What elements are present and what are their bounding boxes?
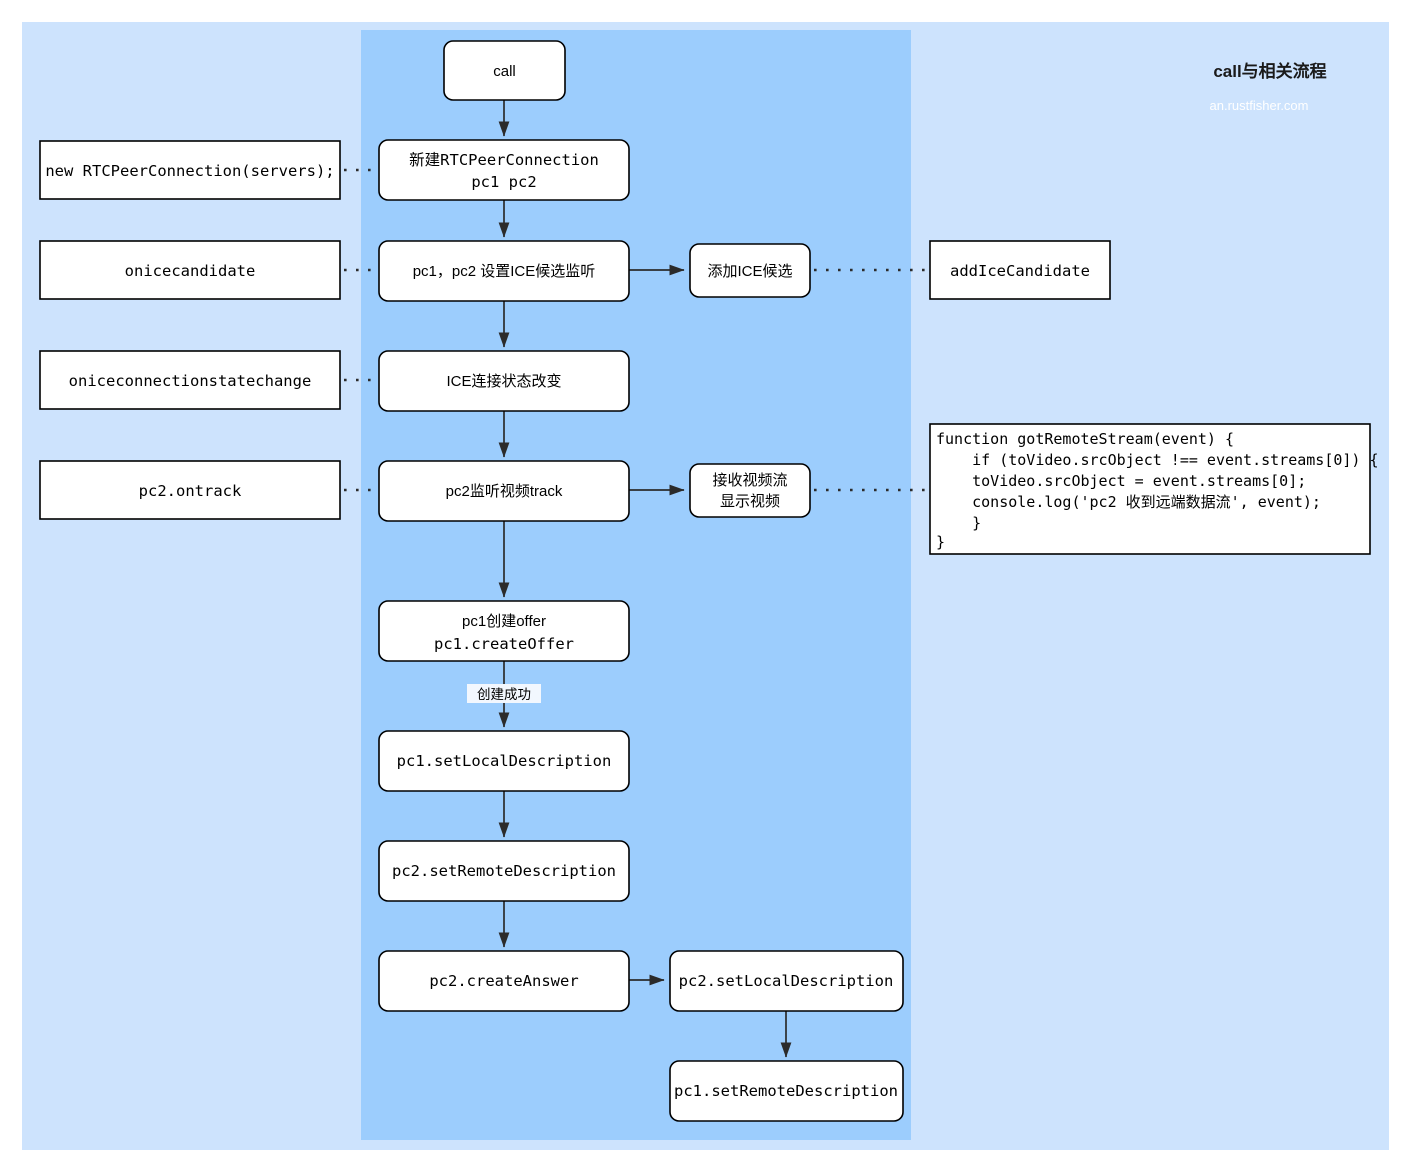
page-subtitle: an.rustfisher.com [1210, 98, 1309, 113]
page-title: call与相关流程 [1213, 61, 1326, 81]
node-new-rtcpeerconnection-label-line1: 新建RTCPeerConnection [409, 151, 599, 169]
code-block-note[interactable]: function gotRemoteStream(event) { if (to… [929, 423, 1379, 555]
node-pc2-setremotedescription[interactable]: pc2.setRemoteDescription [378, 840, 630, 902]
note-new-rtcpeerconnection[interactable]: new RTCPeerConnection(servers); [39, 140, 341, 200]
node-pc1-setremotedescription[interactable]: pc1.setRemoteDescription [669, 1060, 904, 1122]
node-create-offer-box[interactable] [378, 600, 630, 662]
node-pc2-createanswer-label: pc2.createAnswer [429, 972, 578, 990]
node-ice-candidate-listener-box[interactable] [378, 240, 630, 302]
node-ice-connection-state-change-label: ICE连接状态改变 [446, 373, 561, 390]
node-track-listener-box[interactable] [378, 460, 630, 522]
node-pc1-setlocaldescription-box[interactable] [378, 730, 630, 792]
edge-label-create-success: 创建成功 [467, 684, 541, 703]
node-call-box[interactable] [443, 40, 566, 101]
code-block-box[interactable] [929, 423, 1371, 555]
node-create-offer-label-line1: pc1创建offer [462, 613, 546, 630]
node-pc1-setlocaldescription[interactable]: pc1.setLocalDescription [378, 730, 630, 792]
node-add-ice-candidate-box[interactable] [689, 243, 811, 298]
note-addicecandidate-box[interactable] [929, 240, 1111, 300]
node-new-rtcpeerconnection[interactable]: 新建RTCPeerConnection pc1 pc2 [378, 139, 630, 201]
code-line-3: console.log('pc2 收到远端数据流', event); [936, 493, 1321, 511]
node-pc2-setlocaldescription-box[interactable] [669, 950, 904, 1012]
code-line-1: if (toVideo.srcObject !== event.streams[… [936, 451, 1379, 469]
node-add-ice-candidate[interactable]: 添加ICE候选 [689, 243, 811, 298]
node-pc2-createanswer[interactable]: pc2.createAnswer [378, 950, 630, 1012]
node-new-rtcpeerconnection-label-line2: pc1 pc2 [471, 173, 536, 191]
node-add-ice-candidate-label: 添加ICE候选 [707, 263, 792, 280]
note-oniceconnectionstatechange-box[interactable] [39, 350, 341, 410]
note-pc2-ontrack-box[interactable] [39, 460, 341, 520]
node-pc2-setremotedescription-label: pc2.setRemoteDescription [392, 862, 616, 880]
code-line-5: } [936, 533, 945, 551]
node-create-offer[interactable]: pc1创建offer pc1.createOffer [378, 600, 630, 662]
note-oniceconnectionstatechange-label: oniceconnectionstatechange [69, 372, 312, 390]
edge-label-create-success-text: 创建成功 [477, 687, 531, 702]
note-pc2-ontrack[interactable]: pc2.ontrack [39, 460, 341, 520]
edge-label-create-success-bg [467, 684, 541, 703]
code-line-0: function gotRemoteStream(event) { [936, 430, 1234, 448]
note-addicecandidate-label: addIceCandidate [950, 262, 1090, 280]
node-receive-video-stream-box[interactable] [689, 463, 811, 518]
note-onicecandidate-label: onicecandidate [125, 262, 256, 280]
flow-edges [498, 100, 792, 1058]
node-receive-video-stream[interactable]: 接收视频流 显示视频 [689, 463, 811, 518]
node-track-listener-label: pc2监听视频track [446, 483, 563, 500]
note-new-rtcpeerconnection-label: new RTCPeerConnection(servers); [45, 162, 334, 180]
node-pc2-setlocaldescription[interactable]: pc2.setLocalDescription [669, 950, 904, 1012]
node-call[interactable]: call [443, 40, 566, 101]
note-addicecandidate[interactable]: addIceCandidate [929, 240, 1111, 300]
node-receive-video-stream-label-line2: 显示视频 [720, 493, 780, 510]
node-pc1-setlocaldescription-label: pc1.setLocalDescription [397, 752, 612, 770]
note-new-rtcpeerconnection-box[interactable] [39, 140, 341, 200]
note-oniceconnectionstatechange[interactable]: oniceconnectionstatechange [39, 350, 341, 410]
node-new-rtcpeerconnection-box[interactable] [378, 139, 630, 201]
node-call-label: call [493, 63, 516, 80]
node-ice-candidate-listener[interactable]: pc1，pc2 设置ICE候选监听 [378, 240, 630, 302]
note-onicecandidate[interactable]: onicecandidate [39, 240, 341, 300]
node-pc2-setlocaldescription-label: pc2.setLocalDescription [679, 972, 894, 990]
node-ice-candidate-listener-label: pc1，pc2 设置ICE候选监听 [413, 263, 596, 280]
node-pc2-createanswer-box[interactable] [378, 950, 630, 1012]
note-onicecandidate-box[interactable] [39, 240, 341, 300]
code-line-2: toVideo.srcObject = event.streams[0]; [936, 472, 1306, 490]
node-pc1-setremotedescription-label: pc1.setRemoteDescription [674, 1082, 898, 1100]
node-ice-connection-state-change-box[interactable] [378, 350, 630, 412]
node-pc1-setremotedescription-box[interactable] [669, 1060, 904, 1122]
node-receive-video-stream-label-line1: 接收视频流 [712, 472, 787, 489]
node-track-listener[interactable]: pc2监听视频track [378, 460, 630, 522]
note-pc2-ontrack-label: pc2.ontrack [139, 482, 242, 500]
node-ice-connection-state-change[interactable]: ICE连接状态改变 [378, 350, 630, 412]
node-create-offer-label-line2: pc1.createOffer [434, 635, 574, 653]
code-line-4: } [936, 514, 981, 532]
node-pc2-setremotedescription-box[interactable] [378, 840, 630, 902]
